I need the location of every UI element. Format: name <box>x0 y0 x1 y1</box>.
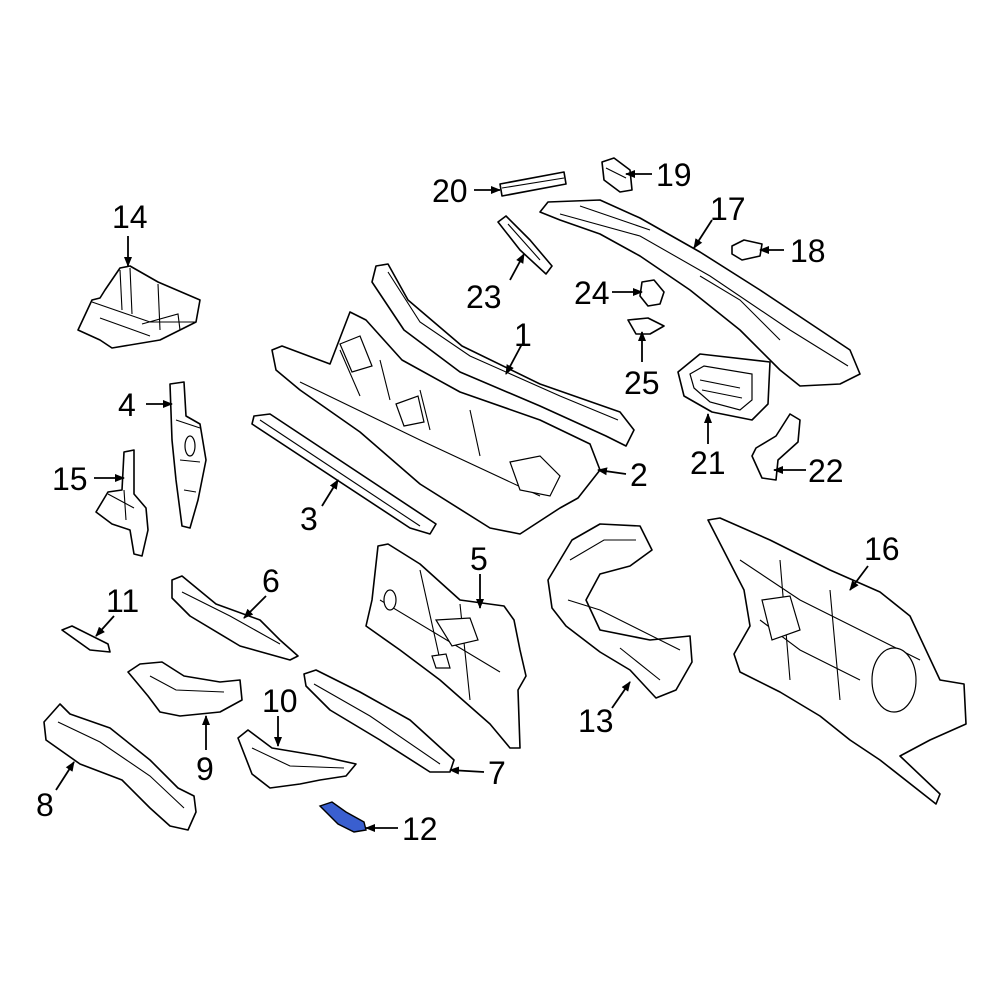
part-16-firewall[interactable] <box>707 517 967 805</box>
part-19-clip[interactable] <box>601 157 633 193</box>
callout-7: 7 <box>488 755 506 791</box>
part-17-plenum-cover[interactable] <box>539 199 861 387</box>
part-5-dash-panel[interactable] <box>365 543 527 749</box>
part-9-bracket[interactable] <box>127 661 243 717</box>
callout-16: 16 <box>864 531 900 567</box>
part-22-bracket[interactable] <box>751 413 801 481</box>
callout-22: 22 <box>808 453 844 489</box>
callout-25: 25 <box>624 365 660 401</box>
callout-2: 2 <box>630 457 648 493</box>
callout-8: 8 <box>36 787 54 823</box>
part-8-side-rail[interactable] <box>43 703 197 831</box>
callout-3: 3 <box>300 501 318 537</box>
part-12-bracket-highlighted[interactable] <box>318 801 367 833</box>
part-24-clip[interactable] <box>639 279 665 307</box>
part-20-strip[interactable] <box>499 171 567 197</box>
callout-12: 12 <box>402 811 438 847</box>
part-6-reinforcement[interactable] <box>171 575 299 661</box>
callout-15: 15 <box>52 461 88 497</box>
callout-24: 24 <box>574 275 610 311</box>
leader-lines <box>55 170 869 832</box>
part-21-duct[interactable] <box>677 353 771 421</box>
callout-17: 17 <box>710 191 746 227</box>
callout-11: 11 <box>106 583 139 619</box>
part-25-clip[interactable] <box>627 317 665 335</box>
callout-21: 21 <box>690 445 726 481</box>
callout-6: 6 <box>262 563 280 599</box>
part-14-bracket[interactable] <box>77 265 201 349</box>
callout-1: 1 <box>514 317 532 353</box>
callout-13: 13 <box>578 703 614 739</box>
callout-14: 14 <box>112 199 148 235</box>
callout-10: 10 <box>262 683 298 719</box>
part-13-wheelhouse[interactable] <box>547 523 693 699</box>
callout-5: 5 <box>470 541 488 577</box>
part-4-bracket[interactable] <box>169 381 207 529</box>
callout-19: 19 <box>656 157 692 193</box>
part-18-block[interactable] <box>731 239 763 261</box>
part-11-plate[interactable] <box>61 625 111 653</box>
part-3-rail[interactable] <box>251 413 437 535</box>
callout-20: 20 <box>432 173 468 209</box>
callout-23: 23 <box>466 279 502 315</box>
callout-4: 4 <box>118 387 136 423</box>
part-10-bracket[interactable] <box>237 729 357 789</box>
part-23-flap[interactable] <box>497 215 553 275</box>
callout-18: 18 <box>790 233 826 269</box>
part-15-bracket[interactable] <box>95 449 149 557</box>
callout-9: 9 <box>196 751 214 787</box>
part-1-upper-rail[interactable] <box>371 263 635 447</box>
callout-labels: 1 2 3 4 5 6 7 8 9 10 11 12 13 14 15 16 1… <box>36 157 900 847</box>
